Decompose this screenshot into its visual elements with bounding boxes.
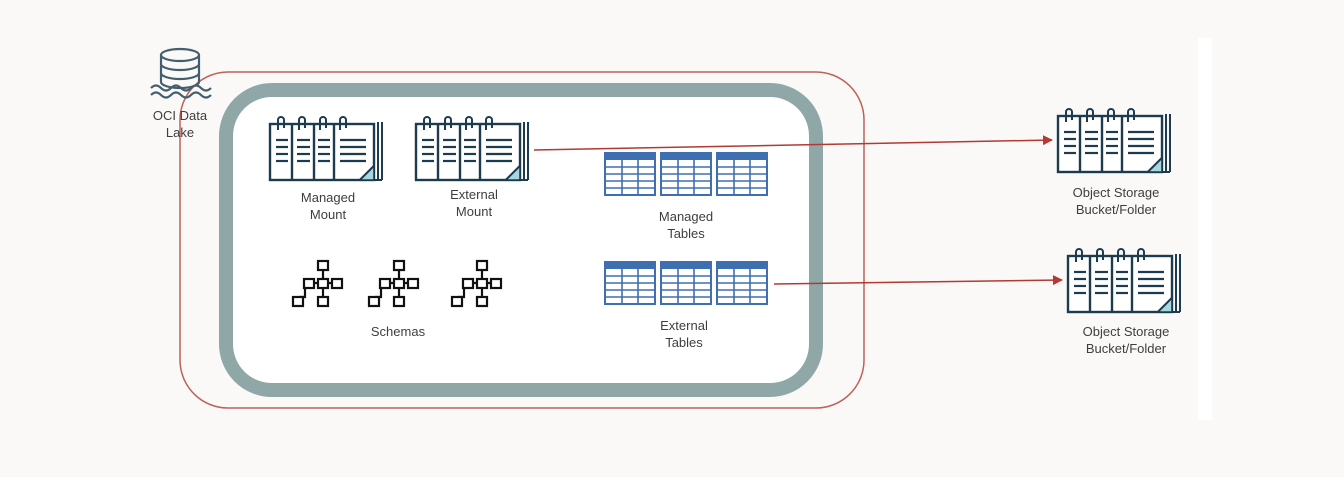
- object-storage-bottom-line2: Bucket/Folder: [1085, 341, 1167, 356]
- page-edge-strip: [1198, 38, 1212, 420]
- managed-tables-label: Managed Tables: [636, 208, 736, 242]
- managed-tables-label-line1: Managed: [658, 209, 714, 224]
- external-mount-label-line1: External: [450, 187, 498, 202]
- object-storage-top-line1: Object Storage: [1072, 185, 1160, 200]
- external-tables-link-arrow: [773, 275, 1063, 286]
- data-lake-boundary: [179, 71, 865, 409]
- external-tables-label-line1: External: [660, 318, 708, 333]
- external-mount-label: External Mount: [424, 186, 524, 220]
- schemas-label: Schemas: [348, 323, 448, 340]
- object-storage-label-top: Object Storage Bucket/Folder: [1056, 184, 1176, 218]
- managed-mount-icon: [268, 116, 384, 182]
- object-storage-top-line2: Bucket/Folder: [1075, 202, 1157, 217]
- managed-mount-label-line2: Mount: [309, 207, 347, 222]
- object-storage-bottom-line1: Object Storage: [1082, 324, 1170, 339]
- managed-table-icon: [716, 152, 768, 196]
- external-table-icon: [660, 261, 712, 305]
- managed-mount-label-line1: Managed: [300, 190, 356, 205]
- external-tables-label: External Tables: [634, 317, 734, 351]
- managed-tables-label-line2: Tables: [667, 226, 705, 241]
- data-lake-label: OCI Data Lake: [140, 107, 220, 141]
- external-mount-label-line2: Mount: [455, 204, 493, 219]
- external-mount-icon: [414, 116, 530, 182]
- external-tables-label-line2: Tables: [665, 335, 703, 350]
- object-storage-bucket-icon: [1066, 248, 1182, 314]
- managed-mount-label: Managed Mount: [278, 189, 378, 223]
- external-table-icon: [716, 261, 768, 305]
- schemas-label-text: Schemas: [370, 324, 426, 339]
- object-storage-label-bottom: Object Storage Bucket/Folder: [1066, 323, 1186, 357]
- external-table-icon: [604, 261, 656, 305]
- data-lake-icon: [150, 47, 212, 99]
- managed-table-icon: [660, 152, 712, 196]
- managed-table-icon: [604, 152, 656, 196]
- data-lake-label-line1: OCI Data: [152, 108, 208, 123]
- data-lake-label-line2: Lake: [165, 125, 195, 140]
- object-storage-bucket-icon: [1056, 108, 1172, 174]
- external-mount-link-arrow: [533, 135, 1053, 151]
